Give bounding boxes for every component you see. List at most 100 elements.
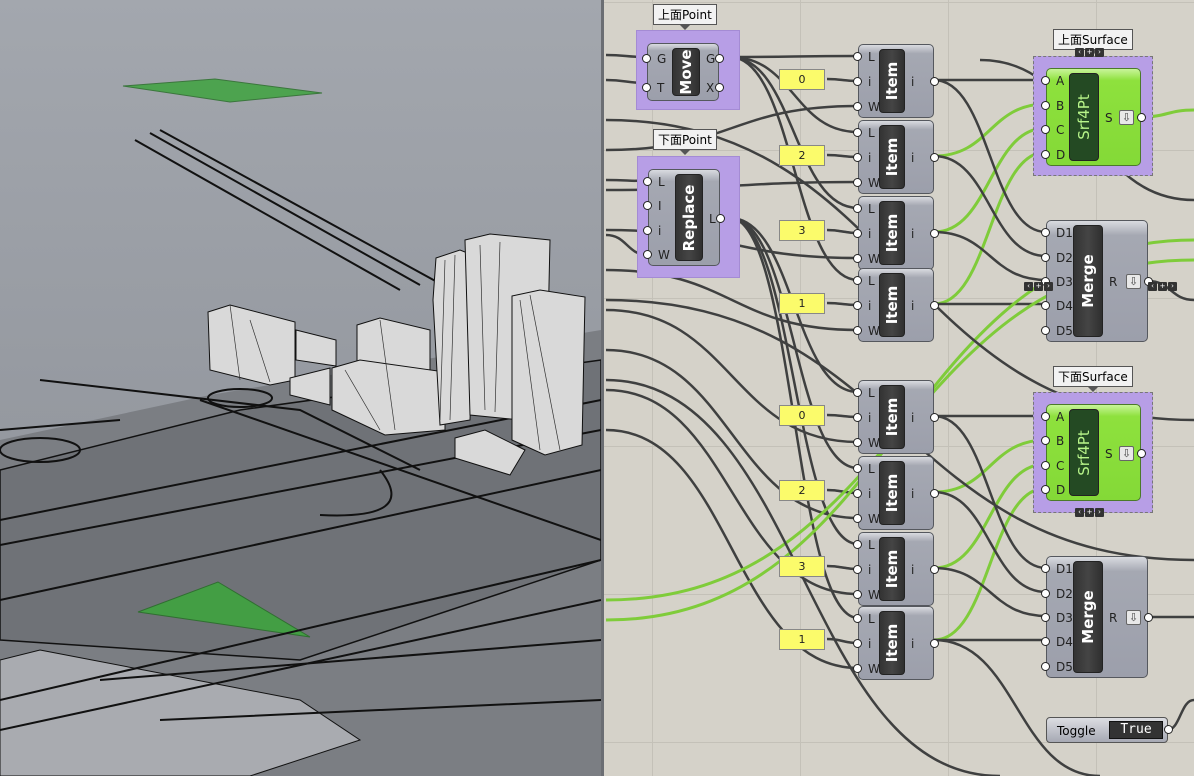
zui-button[interactable]: ‹ (1075, 48, 1084, 57)
number-panel[interactable]: 3 (779, 220, 825, 241)
zui-button[interactable]: ‹ (1148, 282, 1157, 291)
output-grip[interactable] (930, 565, 939, 574)
output-grip[interactable] (1137, 113, 1146, 122)
input-grip[interactable] (1041, 412, 1050, 422)
number-panel[interactable]: 2 (779, 480, 825, 501)
input-grip[interactable] (643, 225, 652, 235)
output-grip[interactable] (930, 489, 939, 498)
input-grip[interactable] (1041, 460, 1050, 470)
input-grip[interactable] (1041, 637, 1050, 647)
input-grip[interactable] (853, 52, 862, 62)
input-grip[interactable] (643, 201, 652, 211)
input-grip[interactable] (1041, 588, 1050, 598)
number-panel[interactable]: 1 (779, 629, 825, 650)
input-grip[interactable] (853, 614, 862, 624)
input-grip[interactable] (853, 204, 862, 214)
zoomable-ui-controls[interactable]: ‹+› (1148, 282, 1177, 291)
output-grip[interactable] (715, 53, 724, 63)
zui-button[interactable]: ‹ (1075, 508, 1084, 517)
input-grip[interactable] (1041, 149, 1050, 159)
rhino-viewport[interactable] (0, 0, 601, 776)
flatten-down-arrow-icon[interactable]: ⇩ (1126, 610, 1141, 625)
output-grip[interactable] (1137, 448, 1146, 458)
output-grip[interactable] (1144, 613, 1153, 622)
output-grip[interactable] (930, 229, 939, 238)
toggle-output-grip[interactable] (1164, 725, 1173, 734)
input-grip[interactable] (853, 253, 862, 263)
input-grip[interactable] (1041, 436, 1050, 446)
input-grip[interactable] (853, 437, 862, 447)
zui-button[interactable]: › (1044, 282, 1053, 291)
zui-button[interactable]: + (1085, 48, 1094, 57)
input-grip[interactable] (853, 489, 862, 498)
number-panel[interactable]: 0 (779, 69, 825, 90)
toggle-value[interactable]: True (1109, 721, 1163, 739)
zui-button[interactable]: › (1168, 282, 1177, 291)
zui-button[interactable]: + (1158, 282, 1167, 291)
input-grip[interactable] (1041, 76, 1050, 86)
number-panel[interactable]: 1 (779, 293, 825, 314)
output-grip[interactable] (930, 639, 939, 648)
zui-button[interactable]: ‹ (1024, 282, 1033, 291)
zui-button[interactable]: › (1095, 48, 1104, 57)
input-grip[interactable] (853, 101, 862, 111)
zoomable-ui-controls[interactable]: ‹+› (1075, 508, 1104, 517)
input-grip[interactable] (853, 153, 862, 162)
input-grip[interactable] (1041, 484, 1050, 494)
input-grip[interactable] (853, 464, 862, 474)
input-grip[interactable] (853, 413, 862, 422)
input-grip[interactable] (853, 388, 862, 398)
input-grip[interactable] (643, 249, 652, 259)
input-grip[interactable] (853, 513, 862, 523)
input-grip[interactable] (853, 301, 862, 310)
input-grip[interactable] (853, 325, 862, 335)
flatten-down-arrow-icon[interactable]: ⇩ (1119, 445, 1134, 461)
input-grip[interactable] (853, 177, 862, 187)
input-grip[interactable] (853, 639, 862, 648)
input-grip[interactable] (1041, 564, 1050, 574)
output-grip[interactable] (930, 413, 939, 422)
number-panel[interactable]: 3 (779, 556, 825, 577)
input-grip[interactable] (1041, 661, 1050, 671)
input-grip[interactable] (1041, 100, 1050, 110)
zoomable-ui-controls[interactable]: ‹+› (1075, 48, 1104, 57)
input-grip[interactable] (1041, 325, 1050, 335)
input-grip[interactable] (1041, 613, 1050, 622)
output-grip[interactable] (716, 213, 725, 223)
input-grip[interactable] (1041, 228, 1050, 238)
number-panel[interactable]: 0 (779, 405, 825, 426)
flatten-down-arrow-icon[interactable]: ⇩ (1119, 110, 1134, 125)
viewport-splitter[interactable] (601, 0, 604, 776)
zoomable-ui-controls[interactable]: ‹+› (1024, 282, 1053, 291)
input-grip[interactable] (853, 589, 862, 599)
number-panel[interactable]: 2 (779, 145, 825, 166)
zui-button[interactable]: + (1085, 508, 1094, 517)
input-grip[interactable] (853, 540, 862, 550)
output-grip[interactable] (930, 301, 939, 310)
flatten-down-arrow-icon[interactable]: ⇩ (1126, 274, 1141, 289)
input-grip[interactable] (642, 53, 651, 63)
zui-button[interactable]: › (1095, 508, 1104, 517)
output-grip[interactable] (930, 153, 939, 162)
input-grip[interactable] (853, 77, 862, 86)
input-grip[interactable] (853, 128, 862, 138)
input-grip[interactable] (643, 177, 652, 187)
input-grip[interactable] (1041, 301, 1050, 311)
input-grip[interactable] (1041, 125, 1050, 135)
zui-button[interactable]: + (1034, 282, 1043, 291)
input-grip[interactable] (853, 229, 862, 238)
input-grip[interactable] (853, 565, 862, 574)
input-grip[interactable] (1041, 252, 1050, 262)
